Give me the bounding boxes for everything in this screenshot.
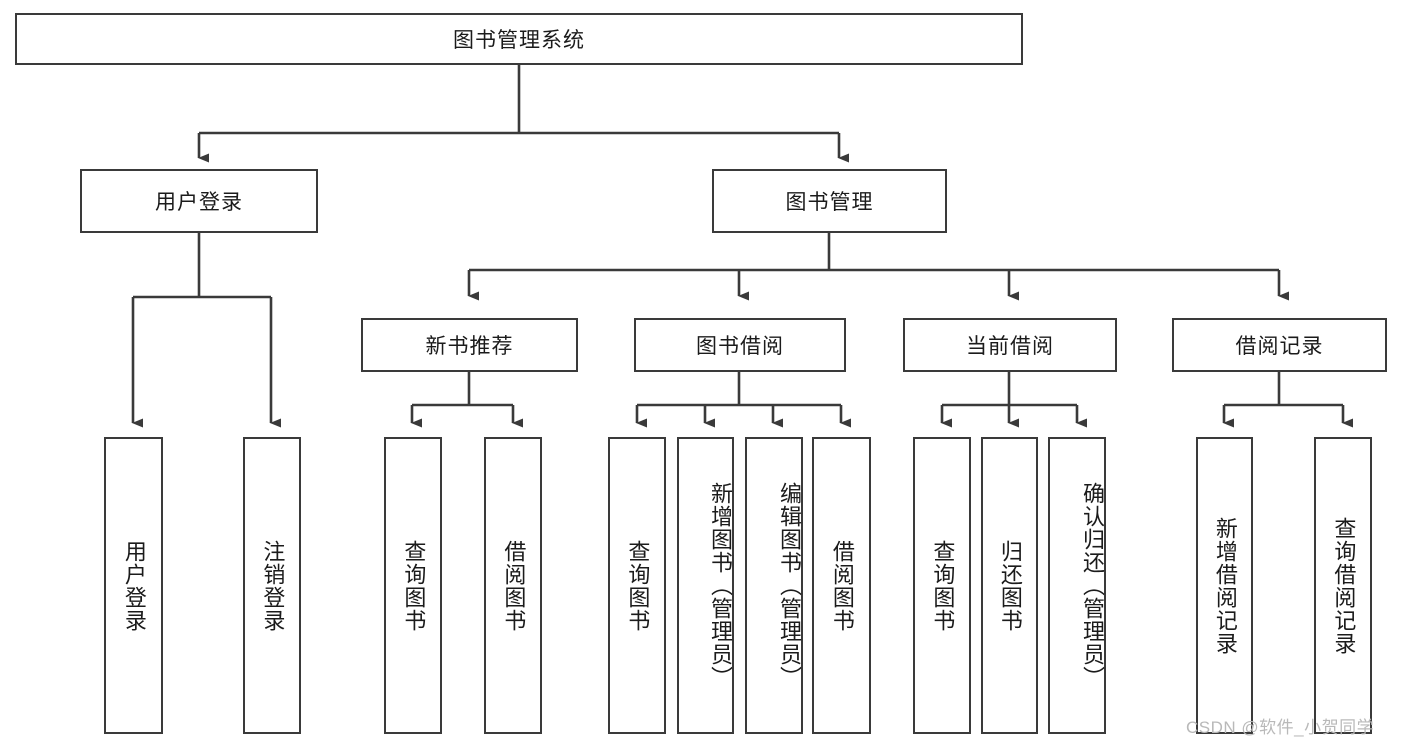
node-label: 确认归还（管理员） xyxy=(1080,482,1105,689)
csdn-watermark: CSDN @软件_小贺同学 xyxy=(1186,718,1375,737)
leaf-user-login[interactable]: 用户登录 xyxy=(104,437,163,734)
node-label: 借阅图书 xyxy=(829,539,855,632)
leaf-add-borrow-record[interactable]: 新增借阅记录 xyxy=(1196,437,1253,734)
leaf-edit-book-admin[interactable]: 编辑图书（管理员） xyxy=(745,437,803,734)
node-label: 图书管理 xyxy=(785,191,874,214)
node-label: 编辑图书（管理员） xyxy=(777,482,802,689)
node-label: 查询图书 xyxy=(625,539,651,632)
leaf-add-book-admin[interactable]: 新增图书（管理员） xyxy=(677,437,734,734)
node-label: 查询图书 xyxy=(401,539,427,632)
node-label: 借阅图书 xyxy=(501,539,527,632)
node-label: 当前借阅 xyxy=(966,335,1054,358)
node-user-login[interactable]: 用户登录 xyxy=(80,169,318,233)
node-book-borrow[interactable]: 图书借阅 xyxy=(634,318,846,372)
node-label: 图书管理系统 xyxy=(453,29,585,52)
node-label: 图书借阅 xyxy=(696,335,784,358)
node-current-borrow[interactable]: 当前借阅 xyxy=(903,318,1117,372)
node-label: 查询借阅记录 xyxy=(1331,516,1357,655)
node-book-management[interactable]: 图书管理 xyxy=(712,169,947,233)
node-label: 新增借阅记录 xyxy=(1212,516,1238,655)
node-label: 借阅记录 xyxy=(1235,335,1324,358)
node-label: 用户登录 xyxy=(155,191,243,214)
leaf-query-borrow-record[interactable]: 查询借阅记录 xyxy=(1314,437,1372,734)
node-new-book-recommend[interactable]: 新书推荐 xyxy=(361,318,578,372)
leaf-query-book-recommend[interactable]: 查询图书 xyxy=(384,437,442,734)
node-label: 注销登录 xyxy=(260,539,286,632)
node-label: 新增图书（管理员） xyxy=(708,482,733,689)
node-label: 新书推荐 xyxy=(425,335,514,358)
node-label: 用户登录 xyxy=(121,539,147,632)
leaf-query-book-borrow[interactable]: 查询图书 xyxy=(608,437,666,734)
leaf-confirm-return-admin[interactable]: 确认归还（管理员） xyxy=(1048,437,1106,734)
node-borrow-record[interactable]: 借阅记录 xyxy=(1172,318,1387,372)
leaf-logout-login[interactable]: 注销登录 xyxy=(243,437,301,734)
leaf-return-book[interactable]: 归还图书 xyxy=(981,437,1038,734)
node-label: 归还图书 xyxy=(997,539,1023,632)
node-root-book-management-system[interactable]: 图书管理系统 xyxy=(15,13,1023,65)
node-label: 查询图书 xyxy=(930,539,956,632)
leaf-borrow-book[interactable]: 借阅图书 xyxy=(812,437,871,734)
leaf-query-book-current[interactable]: 查询图书 xyxy=(913,437,971,734)
leaf-borrow-book-recommend[interactable]: 借阅图书 xyxy=(484,437,542,734)
